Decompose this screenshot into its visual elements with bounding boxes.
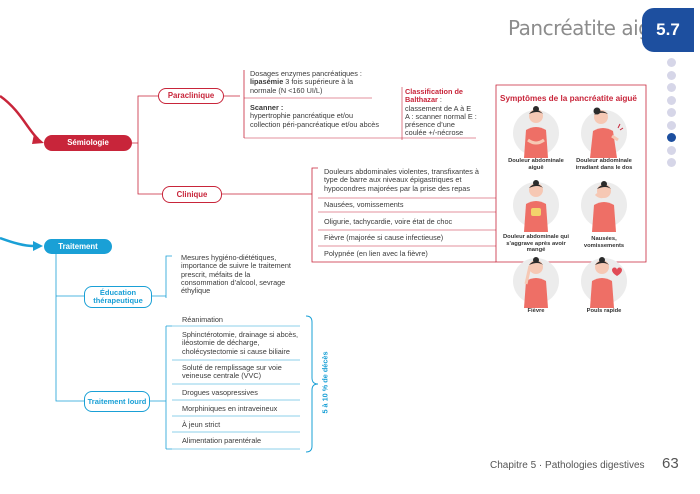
- chapter-footer: Chapitre 5 · Pathologies digestives: [490, 460, 645, 471]
- traitement-node: Traitement: [44, 239, 112, 254]
- traitement-arrow-line: [0, 236, 35, 248]
- clinique-item: Polypnée (en lien avec la fièvre): [324, 249, 428, 258]
- symptom-caption: Douleur abdominale qui s’aggrave après a…: [502, 234, 570, 253]
- woman-back-pain-icon: [590, 107, 624, 158]
- paraclinique-bracket: [224, 70, 245, 138]
- page-number: 63: [662, 455, 679, 472]
- clinique-bracket: [222, 167, 496, 263]
- woman-nausea-icon: [592, 181, 616, 232]
- lourd-item: Morphiniques en intraveineux: [182, 404, 278, 413]
- clinique-dividers: [318, 197, 496, 247]
- section-dot: [667, 95, 676, 105]
- symptomes-box-border: [495, 84, 647, 263]
- woman-holding-abdomen-icon: [524, 106, 548, 158]
- clinique-item: Douleurs abdominales violentes, transfix…: [324, 167, 479, 193]
- balthazar-text: Classification de Balthazar : classement…: [405, 87, 477, 138]
- mortality-label: 5 à 10 % de décès: [320, 351, 330, 414]
- symptom-caption: Pouls rapide: [586, 308, 622, 314]
- section-badge: 5.7: [642, 8, 694, 52]
- lourd-item: Soluté de remplissage sur voie veineuse …: [182, 363, 282, 381]
- section-dot: [667, 108, 676, 117]
- dosages-text: Dosages enzymes pancréatiques : lipasémi…: [250, 69, 362, 95]
- lourd-item: À jeun strict: [182, 420, 221, 429]
- woman-eating-pain-icon: [524, 180, 548, 232]
- education-bracket: [152, 255, 172, 298]
- clinique-node: Clinique: [162, 186, 222, 203]
- clinique-item: Nausées, vomissements: [324, 200, 404, 209]
- semiologie-node: Sémiologie: [44, 135, 132, 151]
- symptom-caption: Douleur abdominale irradiant dans le dos: [575, 158, 633, 171]
- section-dots: [667, 58, 677, 171]
- semiologie-arrow-head: [32, 134, 44, 144]
- section-dot: [667, 145, 676, 155]
- traitement-arrow-head: [33, 241, 43, 251]
- paraclinique-node: Paraclinique: [158, 88, 224, 104]
- symptom-caption: Fièvre: [527, 308, 545, 314]
- education-node: Éducation thérapeutique: [84, 286, 152, 308]
- symptomes-title: Symptômes de la pancréatite aiguë: [500, 94, 637, 103]
- lourd-item: Sphinctérotomie, drainage si abcès, iléo…: [182, 330, 299, 356]
- traitement-branch-lines: [55, 254, 84, 402]
- clinique-item: Fièvre (majorée si cause infectieuse): [324, 233, 444, 242]
- lourd-item: Drogues vasopressives: [182, 388, 258, 397]
- semiologie-arrow-line: [0, 94, 39, 140]
- section-dot: [667, 58, 676, 67]
- symptom-caption: Nausées, vomissements: [583, 236, 625, 249]
- lourd-item: Réanimation: [182, 315, 223, 324]
- woman-fever-icon: [524, 257, 548, 308]
- lourd-item: Alimentation parentérale: [182, 436, 262, 445]
- lourd-dividers: [172, 325, 300, 450]
- semiologie-branch-lines: [132, 95, 162, 195]
- scanner-text: Scanner :hypertrophie pancréatique et/ou…: [250, 103, 379, 129]
- section-dot-active: [667, 133, 676, 142]
- clinique-item: Oligurie, tachycardie, voire état de cho…: [324, 217, 453, 226]
- section-dot: [667, 83, 676, 92]
- traitement-lourd-node: Traitement lourd: [84, 391, 150, 412]
- section-dot: [667, 70, 676, 80]
- mortality-brace: [305, 315, 319, 453]
- section-dot: [667, 120, 676, 130]
- woman-rapid-pulse-icon: [590, 257, 622, 308]
- section-dot: [667, 158, 676, 167]
- symptom-caption: Douleur abdominale aiguë: [508, 158, 564, 171]
- lourd-bracket: [150, 325, 172, 450]
- education-text: Mesures hygiéno-diététiques, importance …: [181, 253, 291, 296]
